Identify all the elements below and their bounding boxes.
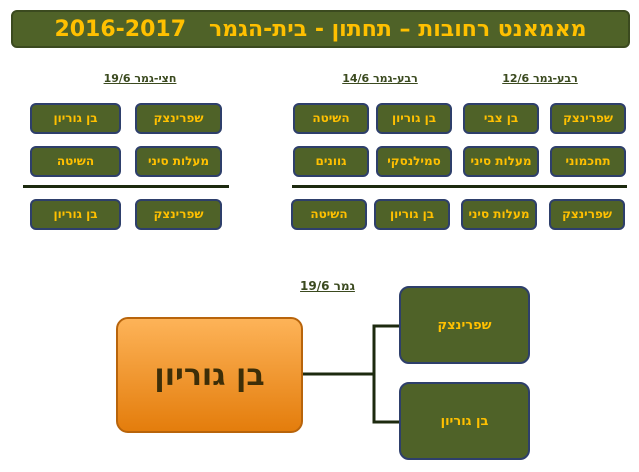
team-box: בן גוריון xyxy=(374,199,450,230)
semi-divider xyxy=(23,185,229,188)
round-label-semi: חצי-גמר 19/6 xyxy=(103,72,177,85)
title: מאמאנט רחובות – תחתון - בית-הגמר xyxy=(209,16,587,42)
bracket-connector xyxy=(303,324,399,424)
title-banner: מאמאנט רחובות – תחתון - בית-הגמר 2016-20… xyxy=(11,10,630,48)
champion-box: בן גוריון xyxy=(116,317,303,433)
quarter-divider xyxy=(292,185,627,188)
round-label-quarter-b: רבע-גמר 14/6 xyxy=(342,72,418,85)
title-text: מאמאנט רחובות – תחתון - בית-הגמר 2016-20… xyxy=(54,17,586,42)
team-box: בן גוריון xyxy=(376,103,452,134)
team-box: בן גוריון xyxy=(30,103,121,134)
team-box: בן גוריון xyxy=(30,199,121,230)
team-box: תחכמוני xyxy=(550,146,626,177)
team-box: השיטה xyxy=(293,103,369,134)
team-box: סמילנסקי xyxy=(376,146,452,177)
final-team-bottom: בן גוריון xyxy=(399,382,530,460)
season: 2016-2017 xyxy=(54,16,187,42)
team-box: השיטה xyxy=(291,199,367,230)
team-box: מעלות סיני xyxy=(463,146,539,177)
team-box: בן צבי xyxy=(463,103,539,134)
team-box: שפרינצק xyxy=(549,199,625,230)
team-box: שפרינצק xyxy=(550,103,626,134)
final-team-top: שפרינצק xyxy=(399,286,530,364)
team-box: שפרינצק xyxy=(135,199,222,230)
round-label-quarter-a: רבע-גמר 12/6 xyxy=(502,72,578,85)
team-box: גוונים xyxy=(293,146,369,177)
team-box: השיטה xyxy=(30,146,121,177)
team-box: מעלות סיני xyxy=(461,199,537,230)
team-box: מעלות סיני xyxy=(135,146,222,177)
round-label-final: גמר 19/6 xyxy=(300,279,355,293)
team-box: שפרינצק xyxy=(135,103,222,134)
